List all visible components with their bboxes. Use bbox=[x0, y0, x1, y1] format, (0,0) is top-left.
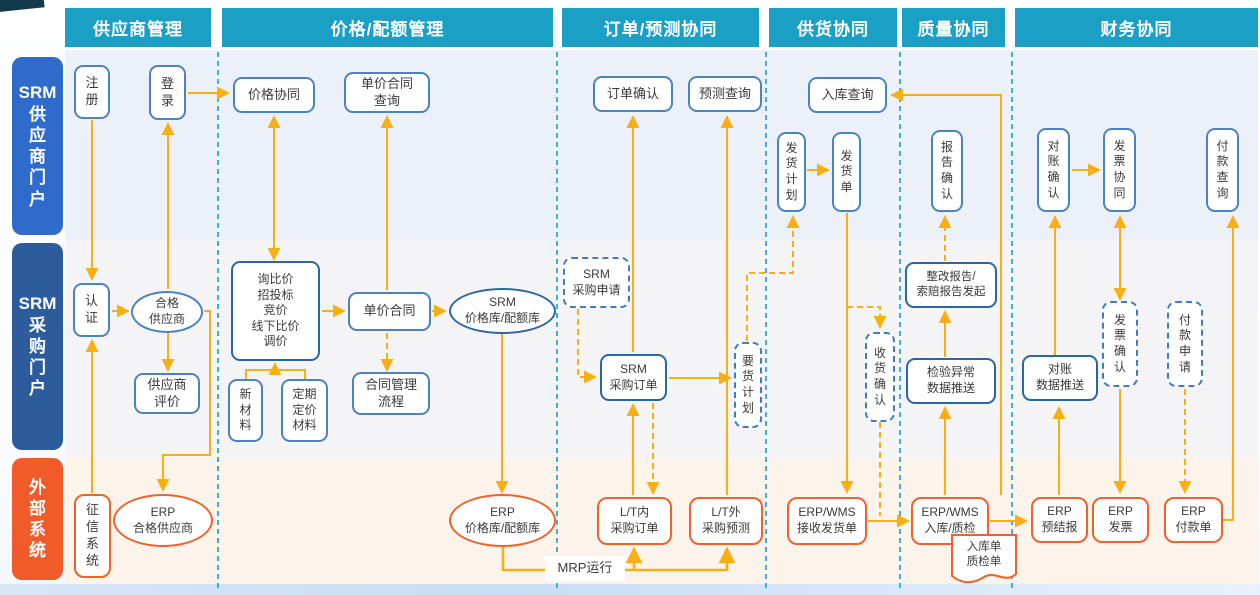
column-header-supplier-mgmt: 供应商管理 bbox=[65, 8, 211, 47]
dashed-flows bbox=[380, 215, 1192, 516]
lane-label-srm-supplier-portal: SRM 供 应 商 门 户 bbox=[12, 57, 63, 235]
node-supplier-evaluation: 供应商 评价 bbox=[134, 373, 200, 414]
node-invoice-collab: 发 票 协 同 bbox=[1103, 128, 1136, 212]
node-reconciliation-confirm: 对 账 确 认 bbox=[1037, 128, 1070, 212]
node-erp-payment-slip: ERP 付款单 bbox=[1164, 497, 1223, 543]
node-login: 登 录 bbox=[149, 65, 186, 120]
node-price-collab: 价格协同 bbox=[233, 77, 315, 113]
node-payment-query: 付 款 查 询 bbox=[1206, 128, 1239, 212]
column-header-order-forecast: 订单/预测协同 bbox=[562, 8, 759, 47]
node-erp-wms-receive-shipping-note: ERP/WMS 接收发货单 bbox=[787, 497, 867, 545]
lane-label-srm-purchase-portal: SRM 采 购 门 户 bbox=[12, 243, 63, 450]
node-warehouse-in-query: 入库查询 bbox=[808, 77, 887, 113]
node-erp-pre-settlement: ERP 预结报 bbox=[1031, 497, 1088, 543]
bottom-decoration bbox=[0, 584, 1260, 595]
node-new-material: 新 材 料 bbox=[228, 379, 263, 442]
node-report-confirm: 报 告 确 认 bbox=[931, 130, 963, 212]
column-header-finance: 财务协同 bbox=[1015, 8, 1258, 47]
node-contract-mgmt-process: 合同管理 流程 bbox=[352, 372, 430, 415]
node-receiving-confirm: 收 货 确 认 bbox=[865, 332, 895, 422]
label-mrp-run: MRP运行 bbox=[545, 556, 625, 581]
node-unit-price-contract-query: 单价合同 查询 bbox=[344, 72, 430, 113]
column-header-price-quota: 价格/配额管理 bbox=[222, 8, 553, 47]
node-inbound-qc-slip-shape bbox=[951, 534, 1017, 584]
node-forecast-query: 预测查询 bbox=[688, 76, 762, 112]
lane-label-external-systems: 外 部 系 统 bbox=[12, 458, 63, 580]
node-order-confirm: 订单确认 bbox=[593, 76, 673, 112]
column-header-supply: 供货协同 bbox=[769, 8, 897, 47]
node-inbound-qc-slip: 入库单 质检单 bbox=[966, 541, 1002, 568]
node-qualified-supplier: 合格 供应商 bbox=[131, 291, 203, 333]
node-certification: 认 证 bbox=[73, 283, 110, 337]
node-reconciliation-data-push: 对账 数据推送 bbox=[1022, 355, 1098, 401]
node-srm-price-quota-db: SRM 价格库/配额库 bbox=[449, 288, 556, 334]
node-delivery-demand-plan: 要 货 计 划 bbox=[734, 342, 762, 428]
node-unit-price-contract: 单价合同 bbox=[348, 292, 431, 331]
node-inquiry-bidding: 询比价 招投标 竞价 线下比价 调价 bbox=[231, 261, 320, 361]
node-srm-purchase-request: SRM 采购申请 bbox=[563, 257, 630, 308]
node-payment-request: 付 款 申 请 bbox=[1167, 301, 1203, 387]
node-lt-inside-purchase-order: L/T内 采购订单 bbox=[597, 497, 672, 545]
node-invoice-confirm: 发 票 确 认 bbox=[1102, 301, 1138, 387]
node-erp-invoice: ERP 发票 bbox=[1092, 497, 1149, 543]
node-register: 注 册 bbox=[74, 65, 110, 119]
node-shipping-plan: 发 货 计 划 bbox=[777, 132, 806, 212]
node-shipping-note: 发 货 单 bbox=[832, 132, 861, 212]
node-srm-purchase-order: SRM 采购订单 bbox=[600, 354, 667, 401]
node-inspection-exception-push: 检验异常 数据推送 bbox=[906, 358, 996, 404]
node-periodic-pricing-material: 定期 定价 材料 bbox=[281, 379, 328, 442]
node-rectification-claim-report: 整改报告/ 索赔报告发起 bbox=[905, 262, 997, 308]
node-erp-qualified-supplier: ERP 合格供应商 bbox=[113, 494, 213, 547]
node-credit-system: 征 信 系 统 bbox=[74, 494, 111, 578]
column-header-quality: 质量协同 bbox=[902, 8, 1005, 47]
node-erp-price-quota-db: ERP 价格库/配额库 bbox=[449, 494, 556, 547]
node-lt-outside-purchase-forecast: L/T外 采购预测 bbox=[689, 497, 763, 545]
solid-flows bbox=[85, 86, 1240, 528]
